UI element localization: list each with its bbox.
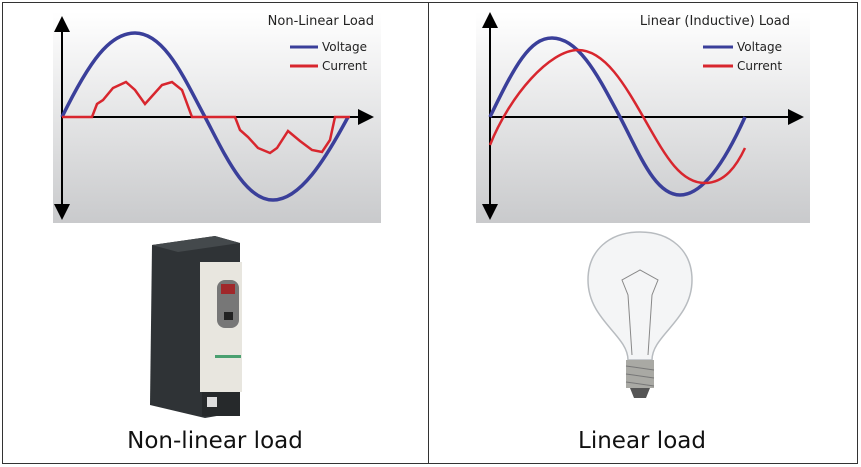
legend-current: Current <box>322 59 367 73</box>
column-divider <box>428 2 429 464</box>
caption-nonlinear: Non-linear load <box>127 428 303 454</box>
legend-voltage: Voltage <box>737 40 782 54</box>
legend-current: Current <box>737 59 782 73</box>
caption-linear: Linear load <box>578 428 706 454</box>
vfd-image <box>150 236 242 418</box>
linear-chart: Linear (Inductive) Load Voltage Current <box>476 12 810 223</box>
current-wave <box>62 80 350 155</box>
voltage-wave <box>488 36 747 197</box>
legend-voltage: Voltage <box>322 40 367 54</box>
chart-title: Linear (Inductive) Load <box>640 14 790 29</box>
current-wave <box>488 48 747 185</box>
nonlinear-chart: Non-Linear Load Voltage Current <box>53 12 381 223</box>
light-bulb-image <box>587 231 693 398</box>
chart-title: Non-Linear Load <box>268 14 374 29</box>
